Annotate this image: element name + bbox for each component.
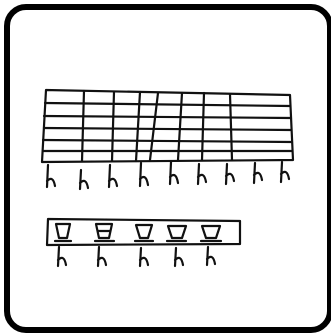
h-glyph-icon	[226, 164, 234, 184]
h-glyph-icon	[281, 162, 289, 182]
cup-icon	[201, 226, 221, 241]
h-glyph-icon	[198, 164, 206, 184]
h-glyph-icon	[175, 248, 183, 266]
cup-icon	[55, 224, 71, 241]
h-glyph-icon	[98, 247, 106, 266]
h-glyph-icon	[140, 248, 148, 266]
grid-sketch	[42, 90, 293, 189]
h-glyph-icon	[207, 247, 215, 265]
h-glyph-icon	[170, 162, 178, 184]
grid-row-line	[45, 103, 290, 106]
h-glyph-icon	[47, 165, 55, 187]
grid-row-line	[44, 116, 291, 118]
cup-icon	[167, 226, 186, 241]
h-glyph-icon	[140, 163, 148, 186]
h-glyph-icon	[80, 170, 88, 189]
cup-icon	[135, 225, 153, 241]
h-glyph-icon	[58, 247, 66, 266]
grid-row-line	[43, 140, 292, 142]
strip-sketch	[47, 219, 240, 266]
h-glyph-icon	[109, 165, 117, 187]
h-glyph-icon	[254, 163, 262, 183]
grid-row-line	[44, 128, 291, 130]
cup-icon	[95, 224, 114, 241]
